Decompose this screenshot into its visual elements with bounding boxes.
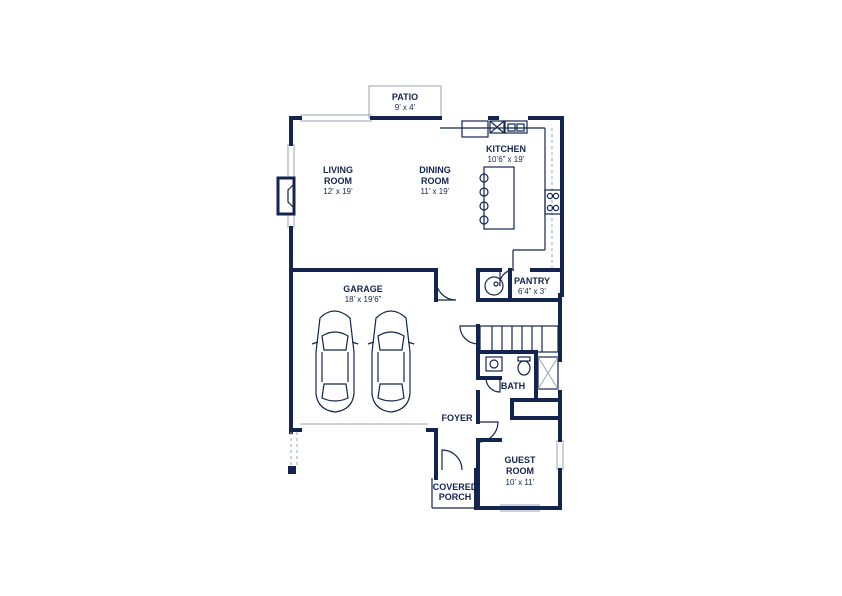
dining-name-2: ROOM (421, 176, 449, 186)
dining-name-1: DINING (419, 165, 451, 175)
kitchen-dim: 10’6” x 19’ (488, 155, 525, 164)
room-label-patio: PATIO 9’ x 4’ (392, 92, 418, 112)
bath-name: BATH (501, 381, 525, 391)
porch-name-1: COVERED (433, 482, 478, 492)
room-label-foyer: FOYER (441, 413, 473, 423)
porch-name-2: PORCH (439, 492, 472, 502)
bath-sink-icon (485, 356, 503, 372)
dining-dim: 11’ x 19’ (421, 187, 450, 196)
room-label-pantry: PANTRY 6’4” x 3’ (514, 276, 550, 296)
room-label-guest: GUEST ROOM 10’ x 11’ (504, 455, 536, 487)
guest-dim: 10’ x 11’ (506, 478, 535, 487)
guest-name-1: GUEST (504, 455, 536, 465)
garage-dim: 18’ x 19’6” (345, 295, 382, 304)
patio-dim: 9’ x 4’ (395, 103, 416, 112)
patio (368, 85, 442, 119)
kitchen-island (479, 166, 515, 230)
car-icon (311, 310, 359, 413)
room-label-garage: GARAGE 18’ x 19’6” (343, 284, 383, 304)
fireplace-icon (276, 176, 296, 216)
doors (435, 269, 515, 471)
car-icon (367, 310, 415, 413)
toilet-icon (517, 356, 531, 376)
room-label-dining: DINING ROOM 11’ x 19’ (419, 165, 451, 196)
fridge-icon (461, 120, 489, 138)
dishwasher-icon (489, 120, 505, 134)
living-name-2: ROOM (324, 176, 352, 186)
sink-icon (504, 120, 528, 134)
living-name-1: LIVING (323, 165, 353, 175)
stove-icon (544, 189, 562, 215)
pantry-name: PANTRY (514, 276, 550, 286)
patio-name: PATIO (392, 92, 418, 102)
room-label-bath: BATH (501, 381, 525, 391)
kitchen-name: KITCHEN (486, 144, 526, 154)
shower-icon (537, 356, 559, 390)
room-label-living: LIVING ROOM 12’ x 19’ (323, 165, 353, 196)
water-heater-icon (484, 276, 504, 296)
stairs-icon (479, 325, 559, 353)
room-label-porch: COVERED PORCH (433, 482, 478, 502)
living-dim: 12’ x 19’ (323, 187, 353, 196)
pantry-dim: 6’4” x 3’ (518, 287, 546, 296)
garage-name: GARAGE (343, 284, 383, 294)
walls (287, 114, 564, 512)
foyer-name: FOYER (441, 413, 473, 423)
room-label-kitchen: KITCHEN 10’6” x 19’ (486, 144, 526, 164)
guest-name-2: ROOM (506, 466, 534, 476)
